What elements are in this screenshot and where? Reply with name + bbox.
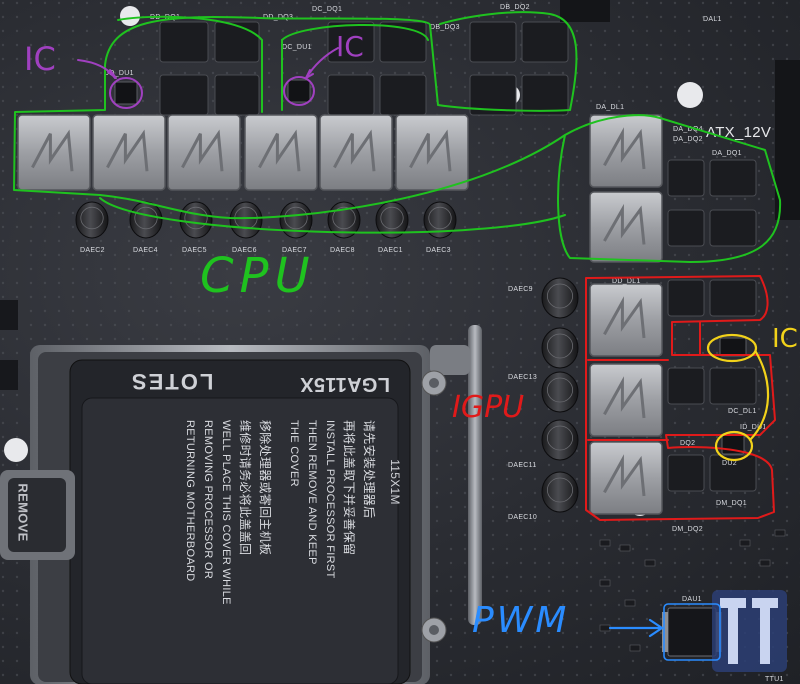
cpu-socket xyxy=(0,300,482,684)
cap-right-1-rim xyxy=(547,283,574,309)
top-mosfets xyxy=(114,21,569,116)
cpu-inductor-8-marking xyxy=(603,203,646,245)
cpu-inductor-1-marking xyxy=(31,129,74,172)
cap-top-6-rim xyxy=(332,206,356,230)
label-du2: DU2 xyxy=(722,460,737,467)
cpu-inductor-3-marking xyxy=(181,129,224,172)
cpu-inductor-5-marking xyxy=(333,129,376,172)
label-daec11: DAEC11 xyxy=(508,462,537,469)
label-dc-dq1: DC_DQ1 xyxy=(312,6,343,13)
cpu-inductor-2-marking xyxy=(106,129,149,172)
ic-middle-annotation: IC xyxy=(336,30,364,63)
igpu-inductor-2-marking xyxy=(603,376,646,419)
label-daec5: DAEC5 xyxy=(182,247,207,254)
label-daec4: DAEC4 xyxy=(133,247,158,254)
dal1-label: DAL1 xyxy=(703,16,722,23)
cap-right-2-rim xyxy=(547,333,574,359)
cap-top-8-rim xyxy=(428,206,452,230)
igpu-annotation: IGPU xyxy=(452,390,525,425)
label-db-dq3: DB_DQ3 xyxy=(430,24,460,31)
label-dm-dq2: DM_DQ2 xyxy=(672,526,703,533)
label-daec8: DAEC8 xyxy=(330,247,355,254)
label-daec3: DAEC3 xyxy=(426,247,451,254)
label-db-dq2: DB_DQ2 xyxy=(500,4,530,11)
label-daec6: DAEC6 xyxy=(232,247,257,254)
pwm-arrow xyxy=(608,618,664,638)
ic-left-arrow xyxy=(77,59,117,79)
cpu-inductor-7-marking xyxy=(603,127,646,170)
cpu-inductor-4-marking xyxy=(258,129,301,172)
cpu-annotation: CPU xyxy=(200,248,316,304)
label-daec13: DAEC13 xyxy=(508,374,538,381)
cap-top-7-rim xyxy=(380,206,404,230)
label-da-dq2: DA_DQ2 xyxy=(673,136,703,143)
tweaktown-logo xyxy=(712,590,787,672)
ttu1-label: TTU1 xyxy=(765,676,784,683)
pwm-outline xyxy=(663,603,721,661)
igpu-region-outline xyxy=(585,275,776,521)
cpu-region-outline xyxy=(13,11,782,263)
ic-middle-arrow xyxy=(305,47,339,79)
label-da-dl1: DA_DL1 xyxy=(596,104,625,111)
label-dq2: DQ2 xyxy=(680,440,696,447)
ic-right-annotation: IC xyxy=(772,324,798,354)
label-dd-dl1: DD_DL1 xyxy=(612,278,641,285)
cap-right-3-rim xyxy=(547,377,574,403)
ic-right-circle-2 xyxy=(714,430,754,462)
cap-top-5-rim xyxy=(284,206,308,230)
ic-right-circle-1 xyxy=(706,333,758,363)
label-da-dq4: DA_DQ4 xyxy=(673,126,703,133)
label-daec1: DAEC1 xyxy=(378,247,403,254)
igpu-inductor-3-marking xyxy=(603,454,646,497)
label-dc-du1: DC_DU1 xyxy=(282,44,312,51)
ic-left-annotation: IC xyxy=(24,40,56,78)
cap-top-3-rim xyxy=(184,206,208,230)
label-dd-du1: DD_DU1 xyxy=(104,70,134,77)
dau1-label: DAU1 xyxy=(682,596,702,603)
label-daec2: DAEC2 xyxy=(80,247,105,254)
label-dm-dq1: DM_DQ1 xyxy=(716,500,747,507)
cap-top-1-rim xyxy=(80,206,104,230)
ic-middle-circle xyxy=(283,76,315,106)
cap-right-4-rim xyxy=(547,425,574,451)
cpu-inductor-6-marking xyxy=(409,129,452,172)
ic-left-circle xyxy=(109,77,143,109)
label-da-dq1: DA_DQ1 xyxy=(712,150,742,157)
label-daec9: DAEC9 xyxy=(508,286,533,293)
cap-right-5-rim xyxy=(547,477,574,503)
igpu-inductor-1-marking xyxy=(603,296,646,339)
pwm-annotation: PWM xyxy=(472,600,570,641)
label-id-du1: ID_DU1 xyxy=(740,424,767,431)
label-daec10: DAEC10 xyxy=(508,514,538,521)
label-daec7: DAEC7 xyxy=(282,247,307,254)
label-dc-dl1: DC_DL1 xyxy=(728,408,757,415)
